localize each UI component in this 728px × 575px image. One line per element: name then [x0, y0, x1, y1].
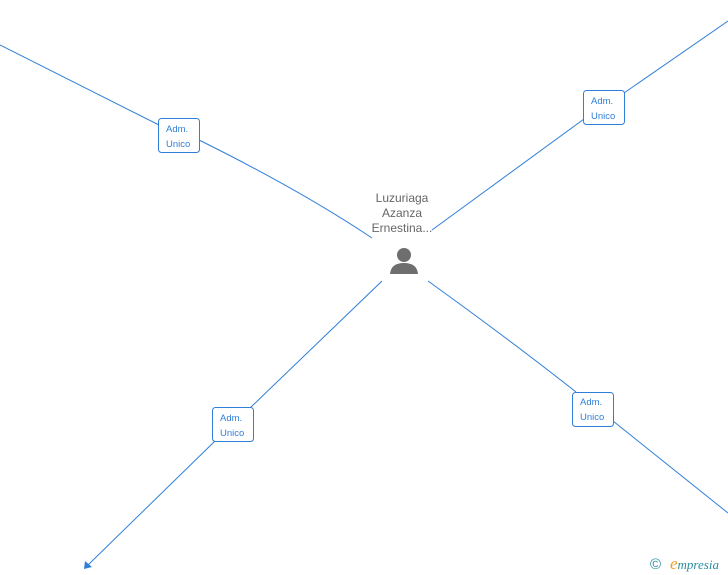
person-icon: [390, 248, 418, 274]
edge-label-line-2: Unico: [580, 412, 604, 423]
person-name-line-1: Luzuriaga: [376, 191, 429, 205]
person-name-line-2: Azanza: [382, 206, 422, 220]
edge-label-bottom-right[interactable]: Adm. Unico: [572, 392, 614, 427]
center-person-node[interactable]: Luzuriaga Azanza Ernestina...: [372, 191, 433, 274]
edge-line-bottom-right-inner: [427, 280, 577, 393]
edge-line-bottom-right: [612, 420, 728, 514]
edge-label-box: [572, 392, 614, 427]
edge-line-bottom-left-inner: [249, 280, 383, 409]
edge-line-top-right: [623, 20, 728, 94]
edge-label-line-1: Adm.: [166, 124, 188, 135]
edge-line-top-right-inner: [431, 118, 585, 231]
edge-line-bottom-left: [87, 440, 216, 566]
edge-label-line-1: Adm.: [580, 397, 602, 408]
edge-label-line-2: Unico: [220, 428, 244, 439]
edge-label-box: [583, 90, 625, 125]
brand-wordmark: empresia: [670, 554, 719, 573]
person-name-line-3: Ernestina...: [372, 221, 433, 235]
edge-label-line-1: Adm.: [591, 96, 613, 107]
edge-arrow-bottom-left: [84, 561, 92, 569]
edge-label-line-1: Adm.: [220, 413, 242, 424]
edge-label-top-left[interactable]: Adm. Unico: [158, 118, 200, 153]
edge-label-line-2: Unico: [591, 111, 615, 122]
edge-label-box: [212, 407, 254, 442]
edge-line-top-left: [0, 44, 160, 126]
brand-logo-e: e: [670, 554, 678, 573]
edges: [0, 20, 728, 569]
edge-label-line-2: Unico: [166, 139, 190, 150]
brand-logo-rest: mpresia: [678, 557, 720, 572]
edge-line-top-left-inner: [198, 139, 373, 239]
edge-label-bottom-left[interactable]: Adm. Unico: [212, 407, 254, 442]
brand-logo: © empresia: [650, 554, 719, 573]
edge-label-box: [158, 118, 200, 153]
edge-label-top-right[interactable]: Adm. Unico: [583, 90, 625, 125]
copyright-symbol: ©: [650, 556, 661, 573]
